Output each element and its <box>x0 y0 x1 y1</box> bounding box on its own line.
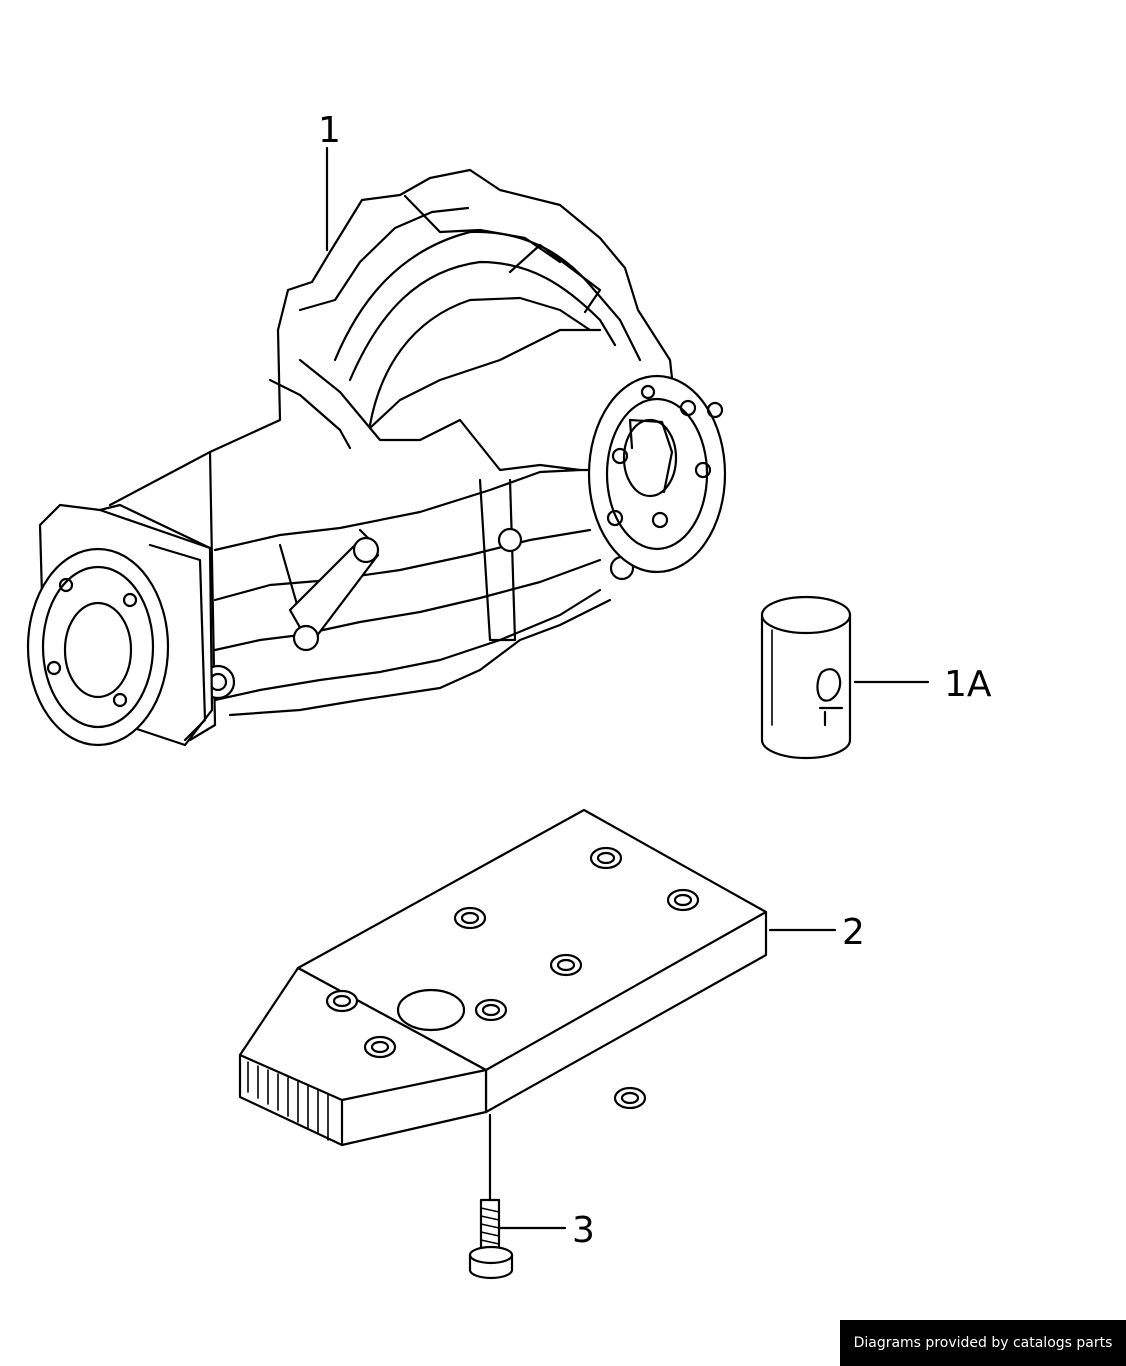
callout-1: 1 <box>318 110 341 151</box>
attribution-footer: Diagrams provided by catalogs parts <box>840 1320 1126 1366</box>
callout-1a: 1A <box>944 664 992 705</box>
callout-3: 3 <box>572 1210 595 1251</box>
oil-can-drawing <box>760 595 852 760</box>
plate-vent-slots <box>247 1061 329 1141</box>
differential-housing-drawing <box>26 168 727 747</box>
cover-plate-drawing <box>238 808 768 1147</box>
callout-2: 2 <box>842 912 865 953</box>
screw-drawing <box>468 1113 514 1280</box>
callout-leaders <box>325 146 930 1230</box>
